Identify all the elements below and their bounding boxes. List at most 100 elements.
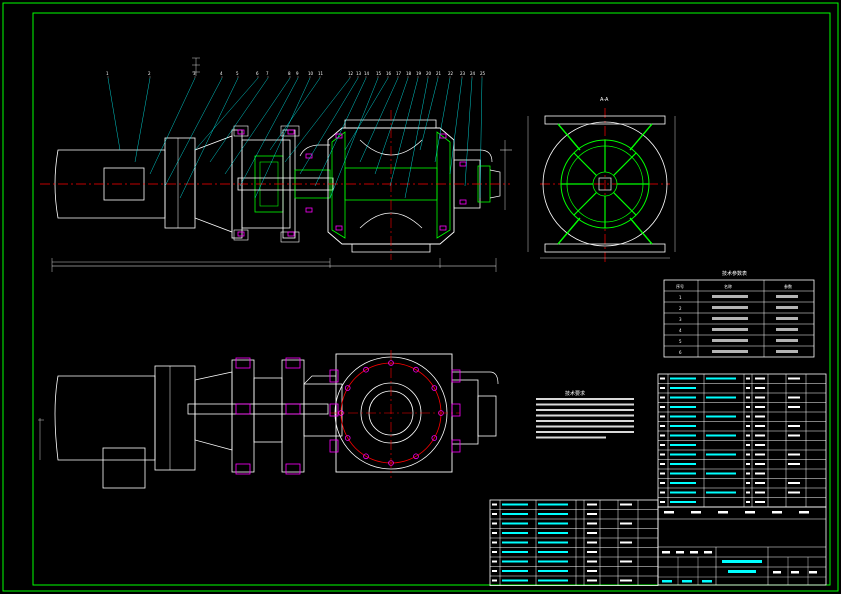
parts-list-cell (492, 570, 497, 572)
parts-list-cell (538, 560, 568, 563)
title-block-cell (773, 571, 781, 574)
parts-list-cell (660, 396, 665, 399)
tech-table-value-bar (776, 306, 798, 309)
inner-frame (32, 12, 831, 586)
parts-list-cell (620, 560, 632, 563)
seal-ring (305, 153, 313, 159)
tech-table-cell: 2 (679, 306, 682, 311)
plan-bolt (285, 357, 301, 369)
leader-line (164, 77, 223, 187)
plan-shaft (187, 403, 329, 415)
title-block-cell (809, 571, 817, 574)
pipe (454, 149, 493, 163)
parts-list-cell (492, 560, 497, 563)
parts-list-cell (788, 453, 800, 456)
title-block-cell (662, 551, 670, 554)
parts-list-cell (670, 425, 696, 427)
inlet-flange (344, 119, 437, 128)
parts-list-cell (788, 434, 800, 437)
parts-list-cell (492, 532, 497, 534)
side-rotor-vane (613, 152, 637, 176)
parts-list-cell (660, 377, 665, 380)
callout-number: 22 (448, 71, 454, 76)
parts-list-cell (706, 453, 736, 456)
tech-table-value-bar (712, 350, 748, 353)
parts-list-cell (670, 482, 696, 484)
title-block-cell (799, 511, 809, 514)
callout-number: 6 (256, 71, 259, 76)
seal-ring (335, 225, 343, 231)
parts-list-cell (492, 541, 497, 544)
seal-ring (287, 231, 295, 237)
parts-list-cell (492, 503, 497, 506)
leader-line (254, 77, 311, 199)
parts-list-cell (670, 472, 696, 475)
parts-list-cell (746, 434, 750, 437)
parts-list-cell (660, 491, 665, 494)
parts-list-cell (670, 444, 696, 446)
seal-ring (287, 129, 295, 135)
parts-list-cell (755, 463, 765, 465)
flange-bolt (280, 125, 300, 137)
parts-list-cell (502, 579, 528, 582)
title-block-frame (657, 506, 827, 586)
callout-number: 4 (220, 71, 223, 76)
title-block-cell (691, 511, 701, 514)
title-block-cell (718, 511, 728, 514)
parts-list-cell (587, 551, 597, 553)
tech-table-header: 序号 (676, 283, 684, 289)
leader-line (359, 77, 399, 163)
parts-list-cell (587, 579, 597, 582)
parts-list-cell (670, 406, 696, 408)
parts-list-cell (746, 396, 750, 399)
leader-line (374, 77, 409, 175)
parts-list-cell (502, 522, 528, 525)
parts-list-cell (502, 532, 528, 534)
parts-list-cell (706, 377, 736, 380)
parts-list-cell (746, 377, 750, 380)
callout-number: 15 (376, 71, 382, 76)
parts-list-cell (502, 503, 528, 506)
leader-line (179, 77, 239, 199)
parts-list-cell (587, 513, 597, 515)
tech-table-cell: 4 (679, 328, 682, 333)
notes-line (536, 403, 634, 406)
notes-line (536, 420, 634, 422)
plan-terminal-box (102, 447, 146, 489)
plan-bolt (235, 463, 251, 475)
plan-seal (451, 369, 461, 383)
leader-line (389, 77, 419, 187)
valve-body (327, 127, 455, 245)
parts-list-cell (788, 425, 800, 427)
seal-ring (237, 129, 245, 135)
side-top-flange (544, 115, 666, 125)
parts-list-cell (620, 579, 632, 582)
parts-list-cell (538, 522, 568, 525)
tech-table-cell: 3 (679, 317, 682, 322)
leader-line (134, 77, 151, 163)
parts-list-cell (660, 415, 665, 418)
parts-list-cell (788, 463, 800, 465)
pipe (299, 144, 330, 157)
plan-seal (329, 439, 339, 453)
tech-table-cell: 5 (679, 339, 682, 344)
plan-flange-2 (281, 359, 305, 473)
tech-table-cell: 1 (679, 295, 682, 300)
callout-number: 18 (406, 71, 412, 76)
notes-line (536, 398, 634, 400)
plan-seal (451, 439, 461, 453)
title-block-cell (682, 580, 692, 583)
callout-number: 16 (386, 71, 392, 76)
title-block-cell (772, 511, 782, 514)
parts-list-cell (746, 415, 750, 418)
parts-list-cell (587, 503, 597, 506)
seal-ring (439, 133, 447, 139)
callout-number: 1 (106, 71, 109, 76)
callout-number: 3 (193, 71, 196, 76)
parts-list-cell (660, 501, 665, 503)
parts-list-cell (587, 541, 597, 544)
side-rotor-vane (613, 192, 637, 216)
parts-list-cell (670, 396, 696, 399)
parts-list-cell (660, 434, 665, 437)
